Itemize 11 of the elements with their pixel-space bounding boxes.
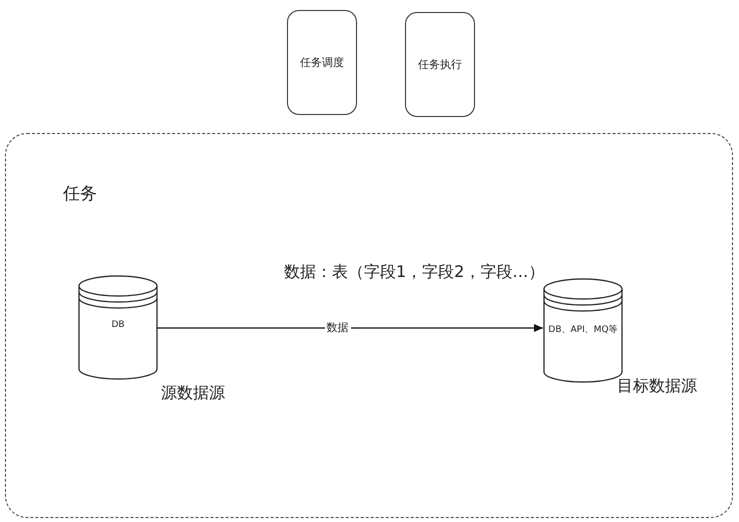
caption-text: 源数据源 bbox=[161, 383, 225, 404]
note-text: 数据：表（字段1，字段2，字段…） bbox=[284, 262, 544, 283]
caption-text: 目标数据源 bbox=[617, 376, 697, 397]
edge-label: 数据 bbox=[324, 320, 350, 335]
cylinder-label: DB、API、MQ等 bbox=[547, 324, 619, 336]
process-box: 任务执行 bbox=[405, 12, 475, 117]
arrow bbox=[156, 324, 543, 332]
frame-heading: 任务 bbox=[63, 183, 97, 205]
task-frame bbox=[5, 133, 733, 518]
cylinder-label: DB bbox=[110, 320, 126, 330]
process-box: 任务调度 bbox=[287, 10, 357, 115]
